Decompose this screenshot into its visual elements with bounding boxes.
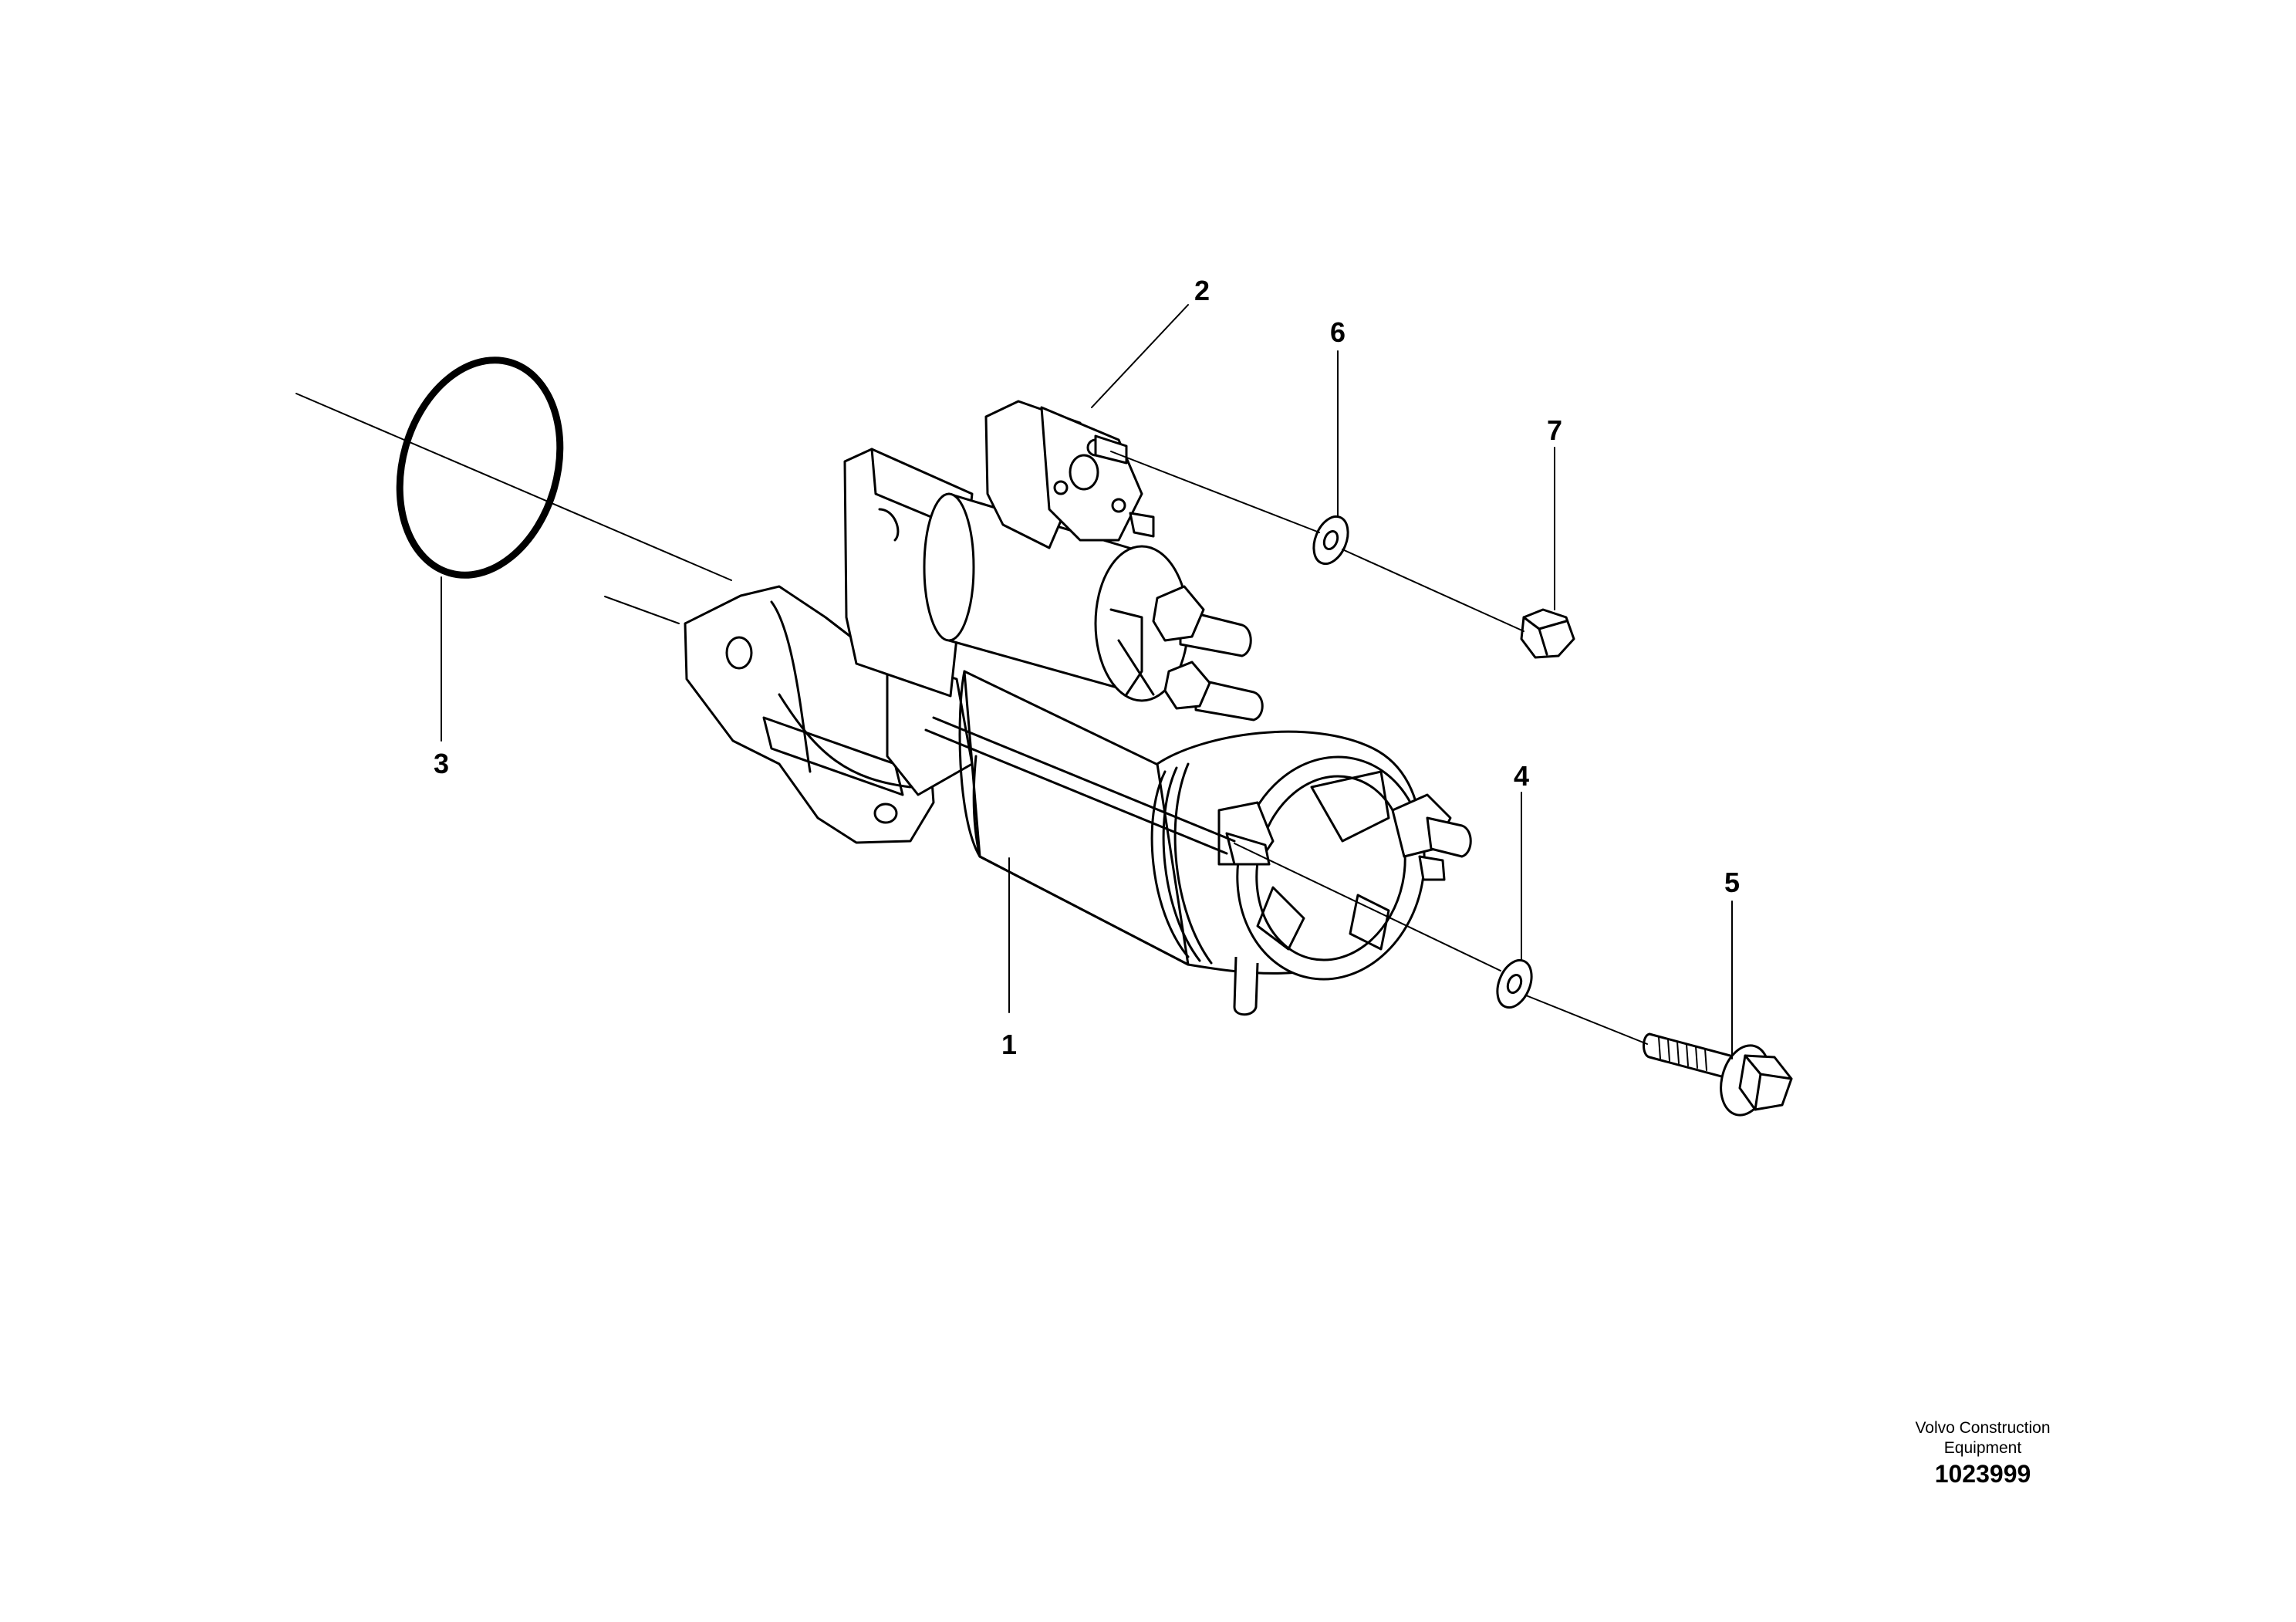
callout-label-7: 7	[1547, 414, 1562, 446]
callout-label-5: 5	[1724, 867, 1740, 898]
assembly-line-stud-washer	[1110, 451, 1320, 533]
illustration-number: 1023999	[1934, 1460, 2031, 1488]
starter-motor-part	[684, 585, 1472, 1016]
publisher-line-2: Equipment	[1943, 1439, 2022, 1457]
assembly-line-washer-screw	[1525, 995, 1648, 1045]
washer-bottom-part	[1496, 958, 1533, 1009]
assembly-line-bolt-washer	[1234, 843, 1501, 972]
callout-label-3: 3	[434, 748, 449, 779]
assembly-axis-line	[295, 393, 732, 581]
publisher-line-1: Volvo Construction	[1915, 1419, 2051, 1437]
leader-line-2	[1091, 304, 1189, 408]
assembly-line-washer-nut	[1342, 549, 1524, 632]
callout-label-2: 2	[1194, 275, 1210, 306]
washer-top-part	[1312, 515, 1349, 566]
callout-label-1: 1	[1001, 1029, 1017, 1060]
callout-label-4: 4	[1514, 760, 1529, 792]
publisher-credit: Volvo Construction Equipment	[1867, 1418, 2098, 1458]
solenoid-part	[843, 400, 1264, 721]
assembly-axis-line-2	[604, 596, 680, 624]
o-ring-part	[396, 357, 564, 579]
callout-label-6: 6	[1330, 316, 1346, 348]
flange-screw-part	[1643, 1032, 1793, 1117]
hex-nut-part	[1520, 608, 1575, 659]
